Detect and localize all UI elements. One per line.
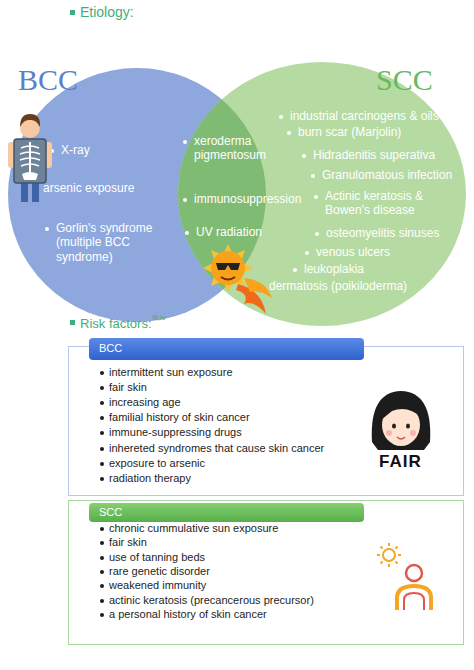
risk-factor-item: use of tanning beds xyxy=(100,551,205,564)
etiology-item: xeroderma pigmentosum xyxy=(183,134,284,163)
risk-factor-item: chronic cummulative sun exposure xyxy=(100,522,278,535)
etiology-item: Gorlin's syndrome (multiple BCC syndrome… xyxy=(45,221,181,264)
etiology-item: dermatosis (poikiloderma) xyxy=(258,279,407,293)
risk-factor-item: intermittent sun exposure xyxy=(100,366,233,379)
panel-header-bar: SCC xyxy=(89,503,364,522)
circle-heading: SCC xyxy=(376,62,433,98)
etiology-item: industrial carcinogens & oils xyxy=(279,109,439,123)
etiology-item: leukoplakia xyxy=(293,262,364,276)
risk-factor-item: increasing age xyxy=(100,396,181,409)
risk-factor-item: inhereted syndromes that cause skin canc… xyxy=(100,442,324,455)
risk-factor-item: radiation therapy xyxy=(100,472,191,485)
section-heading: Etiology: xyxy=(80,4,134,21)
etiology-item: Hidradenitis superativa xyxy=(302,148,435,162)
panel-heading: SCC xyxy=(99,506,122,519)
circle-heading: BCC xyxy=(18,62,78,98)
etiology-item: immunosuppression xyxy=(183,192,301,206)
etiology-item: arsenic exposure xyxy=(32,181,134,195)
risk-factor-item: exposure to arsenic xyxy=(100,457,205,470)
risk-factor-item: immune-suppressing drugs xyxy=(100,426,242,439)
risk-factor-item: fair skin xyxy=(100,536,147,549)
scc-circle-fill xyxy=(178,62,466,326)
section-heading: Risk factors: xyxy=(80,316,152,332)
etiology-item: Actinic keratosis & Bowen's disease xyxy=(314,189,460,218)
icon-caption: FAIR xyxy=(379,452,422,472)
etiology-item: UV radiation xyxy=(185,225,262,239)
etiology-item: osteomyelitis sinuses xyxy=(315,226,439,240)
risk-factor-item: weakened immunity xyxy=(100,579,206,592)
etiology-item: burn scar (Marjolin) xyxy=(287,125,401,139)
section-bullet xyxy=(70,320,75,325)
citation-superscript: iii,iv xyxy=(153,313,166,323)
etiology-item: venous ulcers xyxy=(305,245,390,259)
overlap-lens-fill xyxy=(178,62,466,326)
panel-header-bar: BCC xyxy=(89,338,364,360)
risk-factor-item: a personal history of skin cancer xyxy=(100,608,267,621)
risk-factor-item: familial history of skin cancer xyxy=(100,411,250,424)
risk-factor-item: fair skin xyxy=(100,381,147,394)
risk-panel: intermittent sun exposure fair skin increa… xyxy=(68,346,464,496)
overlap-lens: xeroderma pigmentosumimmunosuppressionUV… xyxy=(175,62,270,326)
risk-factor-item: actinic keratosis (precancerous precurso… xyxy=(100,594,314,607)
risk-factor-item: rare genetic disorder xyxy=(100,565,210,578)
etiology-item: X-ray xyxy=(50,143,90,157)
section-bullet xyxy=(70,10,75,15)
panel-heading: BCC xyxy=(99,342,122,355)
etiology-item: Granulomatous infection xyxy=(311,168,452,182)
risk-panel: chronic cummulative sun exposurefair ski… xyxy=(68,500,464,645)
